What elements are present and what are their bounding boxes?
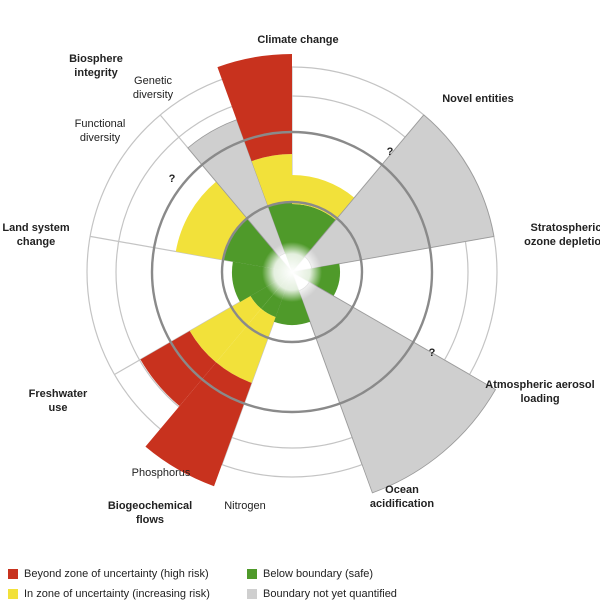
label-ocean-line2: acidification bbox=[370, 498, 434, 510]
legend-swatch-not-quantified bbox=[247, 589, 257, 599]
functional-diversity-unknown-mark: ? bbox=[169, 173, 176, 185]
label-biogeochemical-line2: flows bbox=[136, 514, 164, 526]
sector-biogeo-uncertain bbox=[216, 308, 276, 383]
legend-label-safe: Below boundary (safe) bbox=[263, 568, 374, 580]
label-novel-entities: Novel entities bbox=[442, 93, 514, 105]
sectors bbox=[140, 54, 497, 494]
legend-item-safe: Below boundary (safe) bbox=[247, 568, 373, 580]
label-nitrogen: Nitrogen bbox=[224, 500, 266, 512]
label-climate-change: Climate change bbox=[257, 34, 338, 46]
label-functional-line1: Functional bbox=[75, 118, 126, 130]
sector-aerosol-unquantified bbox=[298, 281, 497, 494]
legend-label-not-quantified: Boundary not yet quantified bbox=[263, 588, 397, 600]
legend-item-not-quantified: Boundary not yet quantified bbox=[247, 588, 397, 600]
label-ozone-line1: Stratospheric bbox=[531, 222, 600, 234]
label-ocean-line1: Ocean bbox=[385, 484, 419, 496]
sector-nitrogen-high-risk bbox=[145, 362, 252, 487]
legend-swatch-high-risk bbox=[8, 569, 18, 579]
label-freshwater-line1: Freshwater bbox=[29, 388, 88, 400]
label-functional-line2: diversity bbox=[80, 132, 121, 144]
label-phosphorus: Phosphorus bbox=[132, 467, 191, 479]
sector-genetic-uncertain bbox=[251, 154, 292, 207]
sector-phosphorus-uncertain bbox=[189, 296, 262, 363]
label-biosphere-line1: Biosphere bbox=[69, 53, 123, 65]
novel-entities-unknown-mark: ? bbox=[387, 146, 394, 158]
legend: Beyond zone of uncertainty (high risk) I… bbox=[0, 560, 600, 600]
label-land-system-line2: change bbox=[17, 236, 56, 248]
uncertainty-ring bbox=[150, 130, 434, 414]
legend-label-high-risk: Beyond zone of uncertainty (high risk) bbox=[24, 568, 209, 580]
label-land-system-line1: Land system bbox=[2, 222, 69, 234]
legend-label-increasing-risk: In zone of uncertainty (increasing risk) bbox=[24, 588, 210, 600]
legend-swatch-increasing-risk bbox=[8, 589, 18, 599]
label-biogeochemical-line1: Biogeochemical bbox=[108, 500, 192, 512]
label-ozone-line2: ozone depletion bbox=[524, 236, 600, 248]
center-glow bbox=[262, 242, 322, 302]
label-biosphere-line2: integrity bbox=[74, 67, 118, 79]
sector-climate-uncertain bbox=[292, 175, 355, 220]
legend-swatch-safe bbox=[247, 569, 257, 579]
label-freshwater-line2: use bbox=[49, 402, 68, 414]
planetary-boundaries-diagram: ? ? ? Climate change Novel entities Stra… bbox=[2, 34, 600, 526]
label-aerosol-line2: loading bbox=[520, 393, 559, 405]
label-genetic-line1: Genetic bbox=[134, 75, 172, 87]
aerosol-unknown-mark: ? bbox=[429, 347, 436, 359]
label-aerosol-line1: Atmospheric aerosol bbox=[485, 379, 594, 391]
legend-item-increasing-risk: In zone of uncertainty (increasing risk) bbox=[8, 588, 210, 600]
planetary-boundary-ring bbox=[220, 200, 364, 344]
label-genetic-line2: diversity bbox=[133, 89, 174, 101]
legend-item-high-risk: Beyond zone of uncertainty (high risk) bbox=[8, 568, 209, 580]
sector-phosphorus-high-risk bbox=[140, 331, 217, 407]
boundary-rings bbox=[150, 130, 434, 414]
